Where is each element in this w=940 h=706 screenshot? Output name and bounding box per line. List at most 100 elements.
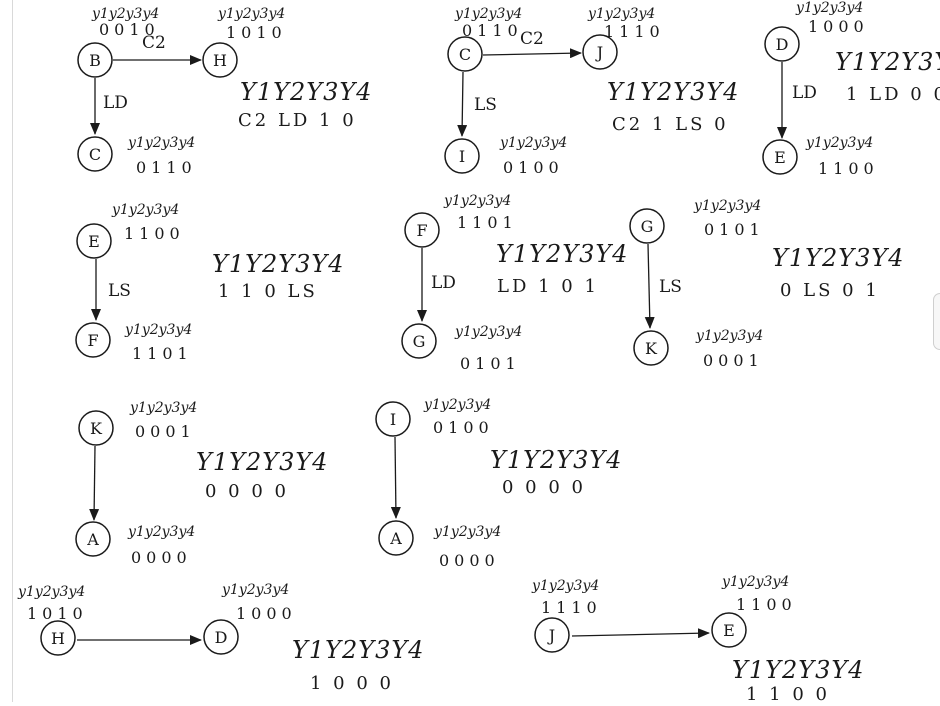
transition-block-g: G y1y2y3y4 0101 LS Y1Y2Y3Y4 0 LS 0 1 K y… <box>629 198 903 370</box>
svg-text:D: D <box>776 35 789 54</box>
transition-label: LS <box>659 277 682 297</box>
state-node-d: D <box>764 26 800 62</box>
state-vars-label: y1y2y3y4 <box>499 135 567 151</box>
state-node-g: G <box>629 208 665 244</box>
state-vars-label: y1y2y3y4 <box>454 6 522 22</box>
state-node-i: I <box>444 138 480 174</box>
svg-text:C: C <box>459 45 471 64</box>
svg-text:D: D <box>215 628 228 647</box>
state-code: 1000 <box>236 604 297 623</box>
svg-text:A: A <box>389 529 402 548</box>
state-code: 0001 <box>703 351 764 370</box>
output-values: 1 1 0 LS <box>218 281 318 302</box>
state-code: 1110 <box>541 598 602 617</box>
state-node-a: A <box>378 520 414 556</box>
scroll-handle[interactable] <box>933 293 940 350</box>
state-vars-label: y1y2y3y4 <box>433 524 501 540</box>
state-code: 0010 <box>99 20 160 39</box>
transition-label: LD <box>792 83 817 103</box>
state-code: 1100 <box>736 595 797 614</box>
output-values: 0 LS 0 1 <box>780 280 880 301</box>
output-header: Y1Y2Y3Y4 <box>835 48 940 76</box>
state-vars-label: y1y2y3y4 <box>587 6 655 22</box>
svg-text:E: E <box>723 621 735 640</box>
transition-label: LS <box>108 281 131 301</box>
output-header: Y1Y2Y3Y4 <box>607 78 739 106</box>
transition-block-i: I y1y2y3y4 0100 Y1Y2Y3Y4 0 0 0 0 A y1y2y… <box>375 397 622 570</box>
state-code: 0110 <box>136 158 197 177</box>
state-vars-label: y1y2y3y4 <box>17 584 85 600</box>
state-code: 1100 <box>818 159 879 178</box>
state-vars-label: y1y2y3y4 <box>805 135 873 151</box>
output-values: LD 1 0 1 <box>497 276 599 297</box>
state-node-e: E <box>76 223 112 259</box>
transition-block-h: y1y2y3y4 1010 H y1y2y3y4 1000 D Y1Y2Y3Y4… <box>17 582 423 694</box>
svg-text:I: I <box>390 410 396 429</box>
state-node-e: E <box>711 612 747 648</box>
svg-text:F: F <box>416 221 427 240</box>
state-code: 0100 <box>503 158 564 177</box>
svg-text:H: H <box>213 51 227 70</box>
transition-arrow <box>571 628 710 639</box>
svg-text:C: C <box>89 145 101 164</box>
svg-text:F: F <box>87 331 98 350</box>
state-code: 1110 <box>604 22 665 41</box>
state-node-k: K <box>633 330 669 366</box>
state-code: 0101 <box>460 354 521 373</box>
output-values: 1 LD 0 0 <box>846 84 940 105</box>
output-header: Y1Y2Y3Y4 <box>196 448 328 476</box>
state-node-j: J <box>582 34 618 70</box>
output-values: C2 LD 1 0 <box>238 110 357 131</box>
transition-arrow <box>390 436 401 519</box>
state-node-k: K <box>78 410 114 446</box>
transition-label: LD <box>431 273 456 293</box>
state-vars-label: y1y2y3y4 <box>454 324 522 340</box>
transition-label: LD <box>103 93 128 113</box>
svg-text:K: K <box>90 419 103 438</box>
state-vars-label: y1y2y3y4 <box>124 322 192 338</box>
transition-block-c: C y1y2y3y4 0110 J y1y2y3y4 1110 C2 LS I … <box>444 6 739 177</box>
state-node-a: A <box>75 521 111 557</box>
state-vars-label: y1y2y3y4 <box>423 397 491 413</box>
state-node-c: C <box>77 136 113 172</box>
transition-block-e: y1y2y3y4 1100 E LS Y1Y2Y3Y4 1 1 0 LS F y… <box>75 202 343 363</box>
output-header: Y1Y2Y3Y4 <box>490 446 622 474</box>
state-code: 1010 <box>226 23 287 42</box>
state-code: 0001 <box>135 422 196 441</box>
state-vars-label: y1y2y3y4 <box>221 582 289 598</box>
state-node-g: G <box>401 323 437 359</box>
state-code: 0101 <box>704 220 765 239</box>
svg-text:J: J <box>595 43 603 62</box>
svg-text:G: G <box>413 332 426 351</box>
state-vars-label: y1y2y3y4 <box>531 578 599 594</box>
state-vars-label: y1y2y3y4 <box>721 574 789 590</box>
state-vars-label: y1y2y3y4 <box>129 400 197 416</box>
state-node-i: I <box>375 401 411 437</box>
transition-block-j: y1y2y3y4 1110 J y1y2y3y4 1100 E Y1Y2Y3Y4… <box>531 574 863 705</box>
state-node-h: H <box>202 42 238 78</box>
state-vars-label: y1y2y3y4 <box>693 198 761 214</box>
transition-block-d: y1y2y3y4 1000 D LD Y1Y2Y3Y4 1 LD 0 0 E y… <box>762 0 940 178</box>
output-values: 1 0 0 0 <box>310 673 394 694</box>
state-code: 0100 <box>433 418 494 437</box>
state-node-j: J <box>534 617 570 653</box>
state-node-b: B <box>77 42 113 78</box>
transition-label: LS <box>474 95 497 115</box>
state-vars-label: y1y2y3y4 <box>217 6 285 22</box>
svg-text:G: G <box>641 217 654 236</box>
state-vars-label: y1y2y3y4 <box>695 328 763 344</box>
state-node-e: E <box>762 139 798 175</box>
svg-text:K: K <box>645 339 658 358</box>
transition-label: C2 <box>142 33 166 53</box>
transition-block-f: y1y2y3y4 1101 F LD Y1Y2Y3Y4 LD 1 0 1 G y… <box>401 193 628 373</box>
output-header: Y1Y2Y3Y4 <box>240 78 372 106</box>
output-values: 1 1 0 0 <box>746 684 830 702</box>
state-vars-label: y1y2y3y4 <box>127 135 195 151</box>
state-vars-label: y1y2y3y4 <box>443 193 511 209</box>
output-header: Y1Y2Y3Y4 <box>496 240 628 268</box>
state-code: 1101 <box>457 213 518 232</box>
transition-block-k: K y1y2y3y4 0001 Y1Y2Y3Y4 0 0 0 0 A y1y2y… <box>75 400 328 567</box>
state-node-c: C <box>447 36 483 72</box>
state-code: 1000 <box>808 17 869 36</box>
state-node-h: H <box>40 620 76 656</box>
